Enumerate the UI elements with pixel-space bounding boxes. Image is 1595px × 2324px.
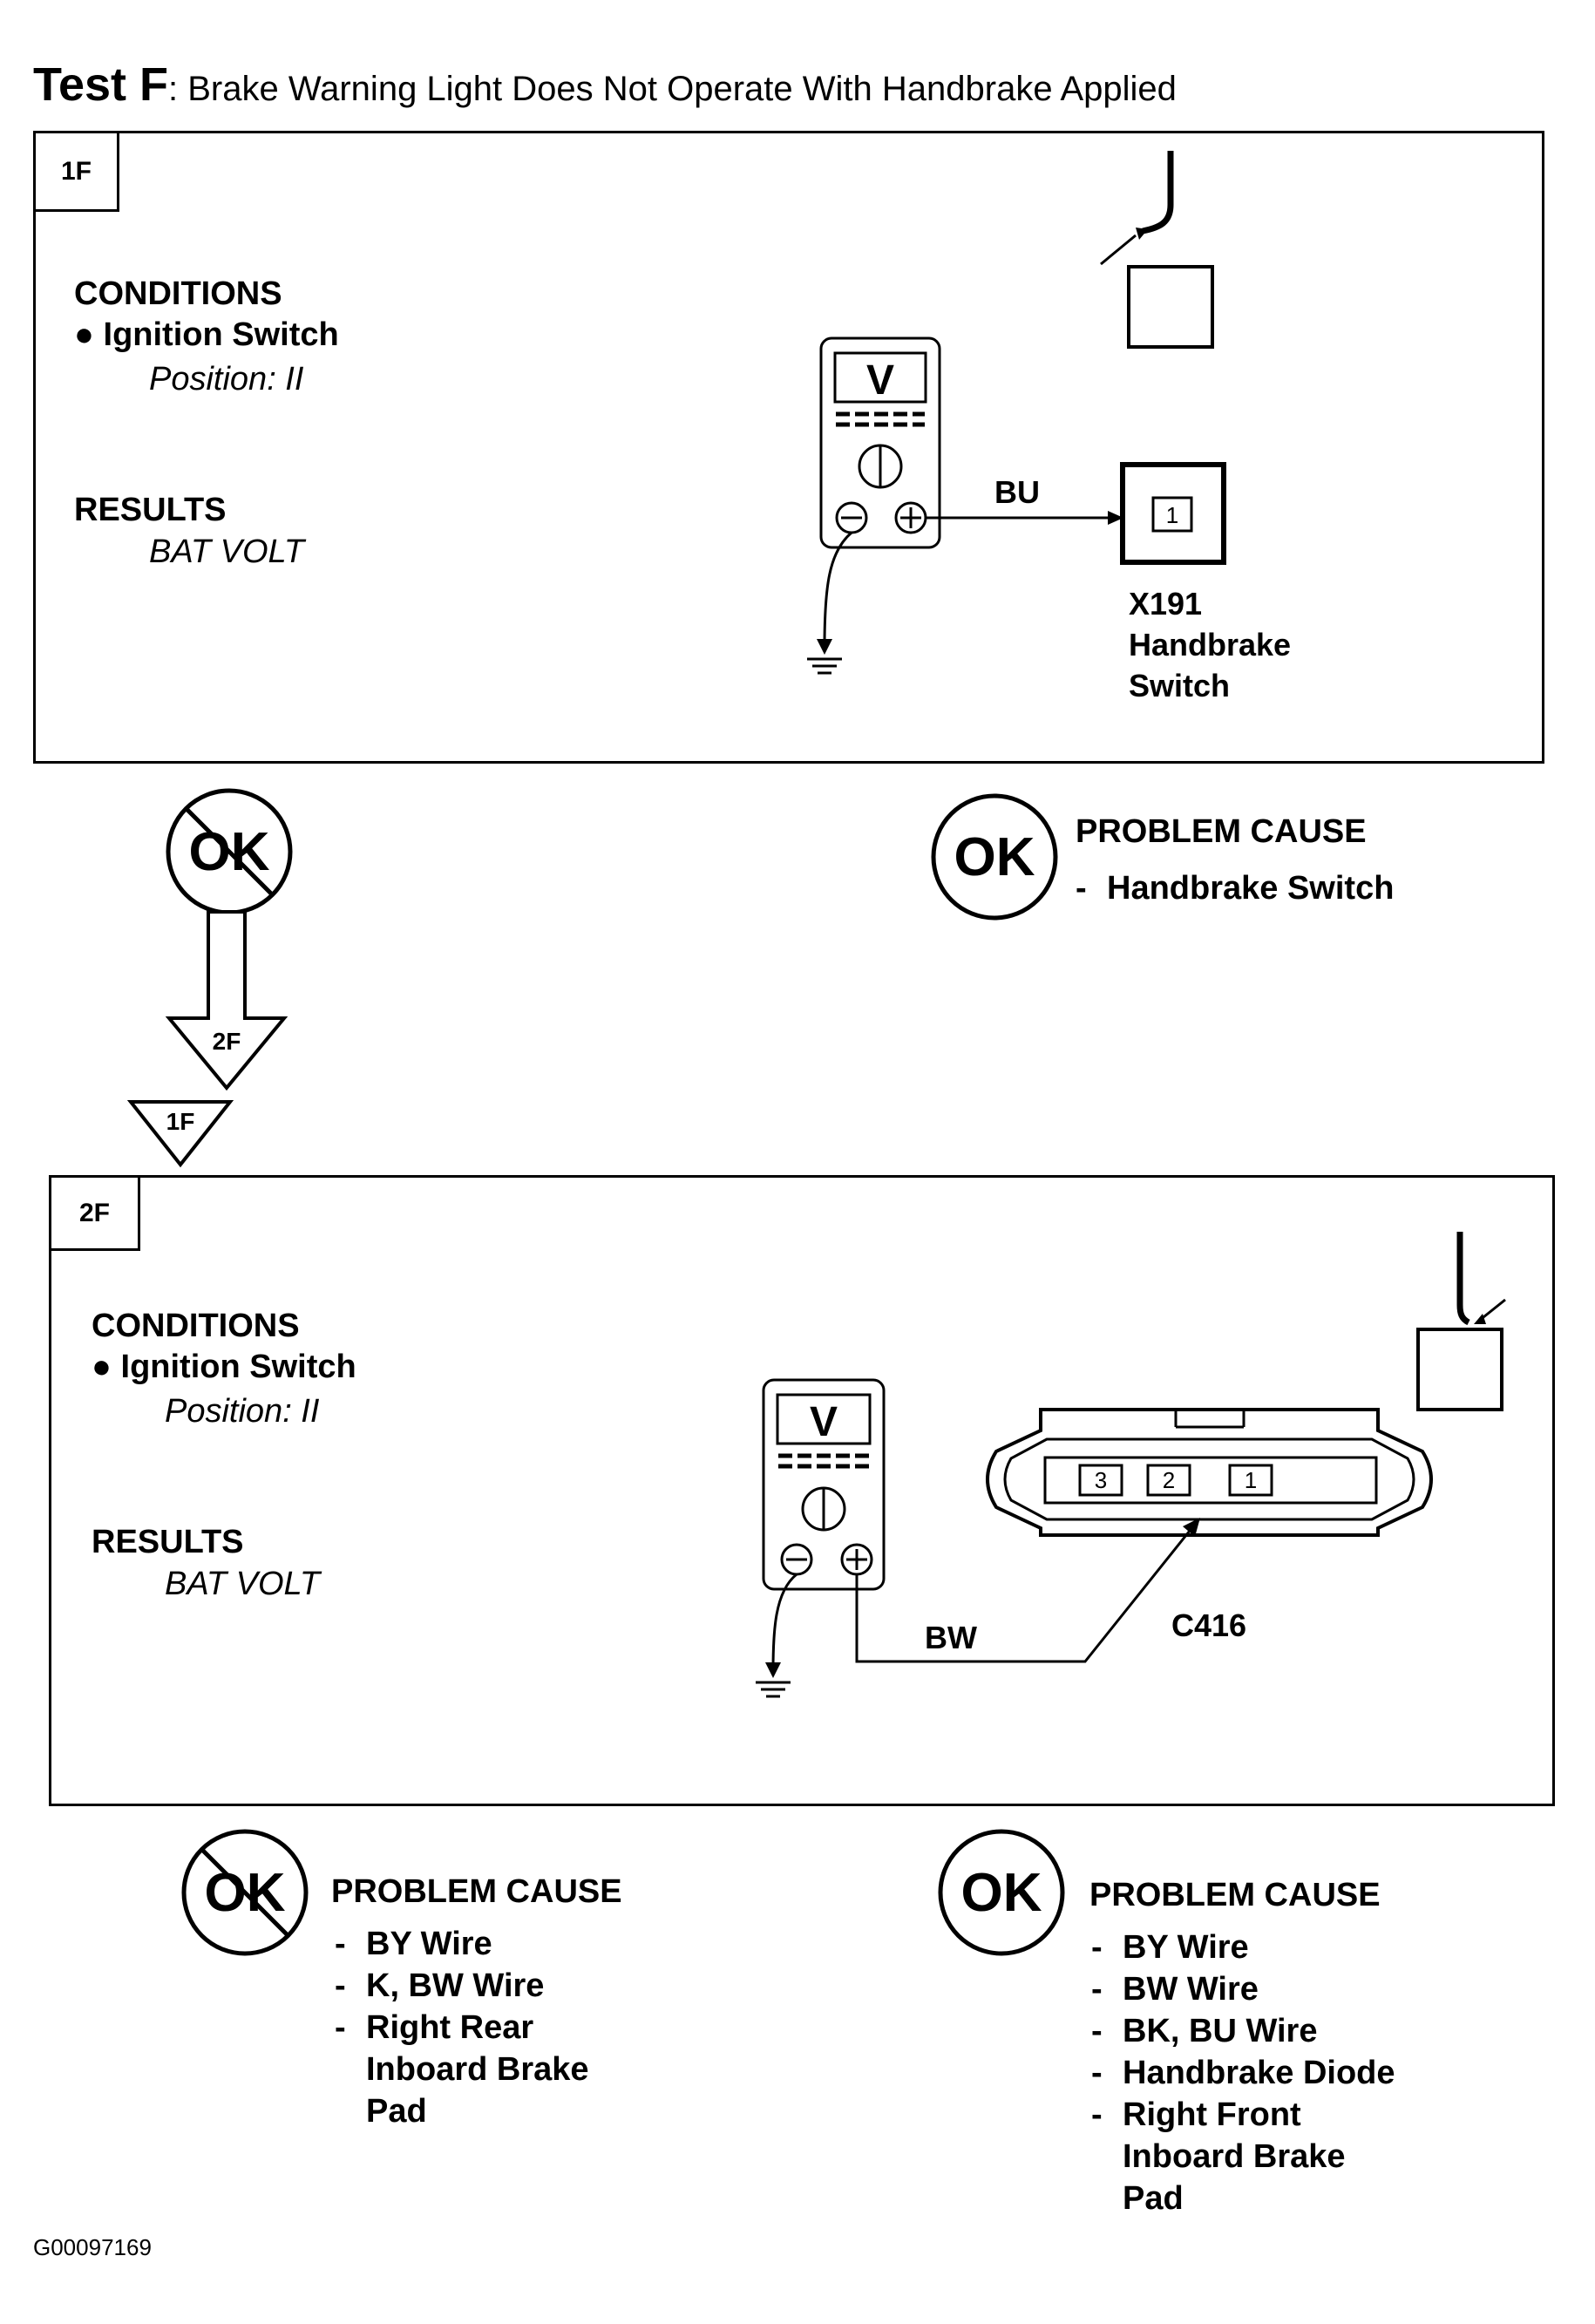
step-1f-box: 1F CONDITIONS ● Ignition Switch Position… [33, 131, 1544, 764]
step-1f-circuit-diagram: V BU 1 [807, 151, 1300, 703]
step-2f-tag: 2F [51, 1178, 140, 1251]
step-2f-not-ok-cause-heading: PROBLEM CAUSE [331, 1873, 622, 1910]
step-1f-results-value: BAT VOLT [149, 533, 305, 570]
voltmeter-icon: V [762, 1378, 886, 1591]
ok-text: OK [954, 827, 1035, 887]
cause-item: Right Front Inboard Brake Pad [1091, 2094, 1395, 2219]
step-2f-results-heading: RESULTS [92, 1524, 244, 1560]
cause-item: BY Wire [1091, 1926, 1395, 1968]
step-2f-conditions-heading: CONDITIONS [92, 1308, 300, 1344]
cause-item: K, BW Wire [335, 1965, 589, 2007]
step-2f-circuit-diagram: V BW [756, 1232, 1506, 1698]
pin-label: 1 [1166, 502, 1178, 528]
voltmeter-label: V [866, 357, 894, 404]
locator-icon [1416, 1232, 1506, 1411]
ok-text: OK [961, 1863, 1042, 1923]
title-prefix: Test F [33, 58, 169, 111]
step-1f-not-ok-symbol: OK [166, 788, 293, 915]
figure-id: G00097169 [33, 2234, 152, 2260]
cause-item: BW Wire [1091, 1968, 1395, 2010]
step-2f-not-ok-cause-list: BY Wire K, BW Wire Right Rear Inboard Br… [335, 1923, 589, 2132]
cause-item: Handbrake Diode [1091, 2052, 1395, 2094]
step-1f-ok-symbol: OK [931, 793, 1058, 921]
voltmeter-label: V [810, 1399, 838, 1445]
cause-item: BY Wire [335, 1923, 589, 1965]
step-1f-condition-item: ● Ignition Switch [74, 316, 339, 353]
component-label: X191 Handbrake Switch [1129, 586, 1300, 703]
step-1f-condition-detail: Position: II [149, 361, 304, 398]
locator-icon [1100, 151, 1214, 349]
flow-arrow-to-2f: 2F 1F [126, 910, 288, 1168]
step-2f-ok-symbol: OK [938, 1829, 1065, 1956]
step-2f-box: 2F CONDITIONS ● Ignition Switch Position… [49, 1175, 1555, 1806]
bullet-icon: ● [74, 316, 104, 353]
step-2f-not-ok-symbol: OK [181, 1829, 309, 1956]
step-1f-ok-cause-heading: PROBLEM CAUSE [1076, 813, 1367, 850]
next-step-label: 2F [213, 1028, 241, 1055]
step-2f-condition-item: ● Ignition Switch [92, 1349, 356, 1385]
step-1f-tag: 1F [36, 133, 119, 212]
step-2f-results-value: BAT VOLT [165, 1566, 321, 1602]
ground-icon [756, 1681, 791, 1698]
bullet-icon: ● [92, 1349, 121, 1385]
step-1f-conditions-heading: CONDITIONS [74, 275, 282, 312]
voltmeter-icon: V [819, 336, 941, 549]
wire-label-bw: BW [925, 1620, 977, 1655]
ground-icon [807, 657, 842, 675]
page-title: Test F: Brake Warning Light Does Not Ope… [33, 58, 1177, 112]
step-1f-ok-cause-list: Handbrake Switch [1076, 867, 1394, 909]
step-1f-results-heading: RESULTS [74, 492, 227, 528]
cause-item: Handbrake Switch [1076, 867, 1394, 909]
step-2f-condition-detail: Position: II [165, 1393, 320, 1430]
connector-pin-1: 1 [1245, 1467, 1257, 1493]
handbrake-switch-connector: 1 [1120, 462, 1226, 565]
c416-connector: 3 2 1 [986, 1408, 1433, 1537]
wire-label-bu: BU [994, 474, 1040, 510]
cause-item: Right Rear Inboard Brake Pad [335, 2007, 589, 2132]
step-2f-ok-cause-heading: PROBLEM CAUSE [1089, 1877, 1381, 1913]
from-step-label: 1F [166, 1108, 195, 1135]
connector-label: C416 [1171, 1607, 1246, 1643]
cause-item: BK, BU Wire [1091, 2010, 1395, 2052]
connector-pin-2: 2 [1163, 1467, 1175, 1493]
step-2f-ok-cause-list: BY Wire BW Wire BK, BU Wire Handbrake Di… [1091, 1926, 1395, 2219]
title-text: : Brake Warning Light Does Not Operate W… [168, 70, 1177, 108]
connector-pin-3: 3 [1095, 1467, 1107, 1493]
